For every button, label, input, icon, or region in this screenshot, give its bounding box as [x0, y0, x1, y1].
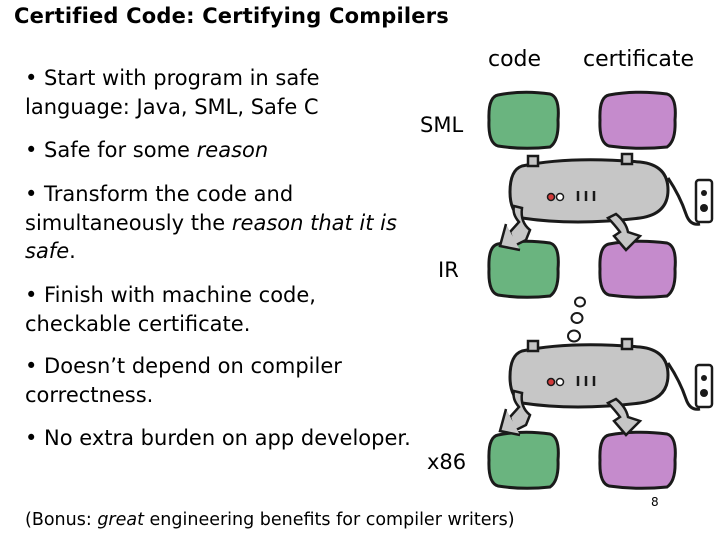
column-header-code: code — [488, 47, 542, 72]
compiler-machine-icon — [498, 337, 714, 437]
bonus-text: (Bonus: — [25, 510, 98, 530]
bonus-text: engineering benefits for compiler writer… — [143, 510, 515, 530]
column-header-certificate: certificate — [583, 47, 695, 72]
bullet-text: • Transform the code and simultaneously … — [25, 182, 294, 235]
bullet-text: reason that it is safe — [25, 210, 397, 264]
bullet-text: . — [69, 239, 76, 263]
certificate-box-sml — [598, 90, 677, 150]
bonus-note: (Bonus: great engineering benefits for c… — [25, 510, 515, 530]
bullet-text: • Start with program in safe language: J… — [25, 66, 320, 119]
page-number: 8 — [651, 495, 659, 509]
bullet-item: • Start with program in safe language: J… — [25, 64, 415, 121]
bullet-item: • No extra burden on app developer. — [25, 424, 415, 453]
bullet-item: • Transform the code and simultaneously … — [25, 180, 415, 266]
power-plug-icon — [694, 178, 714, 224]
stage-label-sml: SML — [420, 113, 464, 137]
code-box-ir — [487, 239, 560, 299]
slide-title: Certified Code: Certifying Compilers — [14, 4, 450, 28]
power-plug-icon — [694, 363, 714, 409]
stage-label-x86: x86 — [427, 450, 467, 474]
certificate-box-ir — [598, 239, 677, 299]
compiler-machine-icon — [498, 152, 714, 252]
thought-bubbles-icon — [567, 296, 586, 343]
bonus-text: great — [97, 510, 144, 530]
bullet-text: • Doesn’t depend on compiler correctness… — [25, 354, 342, 407]
bullet-item: • Finish with machine code, checkable ce… — [25, 281, 415, 338]
code-box-x86 — [487, 430, 560, 490]
bullet-text: • Finish with machine code, checkable ce… — [25, 283, 316, 336]
bullet-item: • Doesn’t depend on compiler correctness… — [25, 352, 415, 409]
code-box-sml — [487, 90, 560, 150]
bullet-text: • Safe for some — [25, 138, 197, 162]
bullet-item: • Safe for some reason — [25, 136, 415, 165]
certificate-box-x86 — [598, 430, 677, 490]
stage-label-ir: IR — [438, 258, 459, 282]
bullet-text: • No extra burden on app developer. — [25, 426, 411, 450]
bullet-text: reason — [196, 138, 269, 162]
